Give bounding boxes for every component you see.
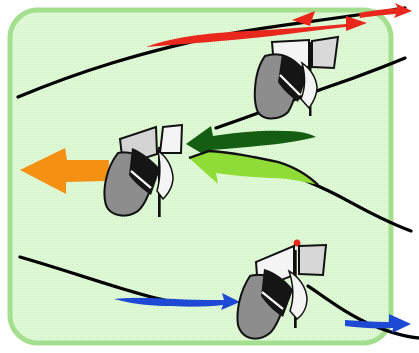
airflow-line-bottom-left <box>18 255 167 302</box>
blue-arrow-icon <box>114 293 411 333</box>
wind-turbine-icon <box>253 35 340 120</box>
orange-arrow-icon <box>20 148 109 194</box>
top-turbine <box>253 35 340 120</box>
light-green-arrow-icon <box>188 149 319 186</box>
red-arrow-icon <box>146 3 412 47</box>
wind-turbine-icon <box>103 123 184 217</box>
bottom-turbine <box>236 239 328 340</box>
airflow-line-middle <box>214 56 407 130</box>
dark-green-arrow-icon <box>186 126 316 160</box>
middle-turbine <box>103 123 184 217</box>
wind-turbine-icon <box>236 239 328 340</box>
